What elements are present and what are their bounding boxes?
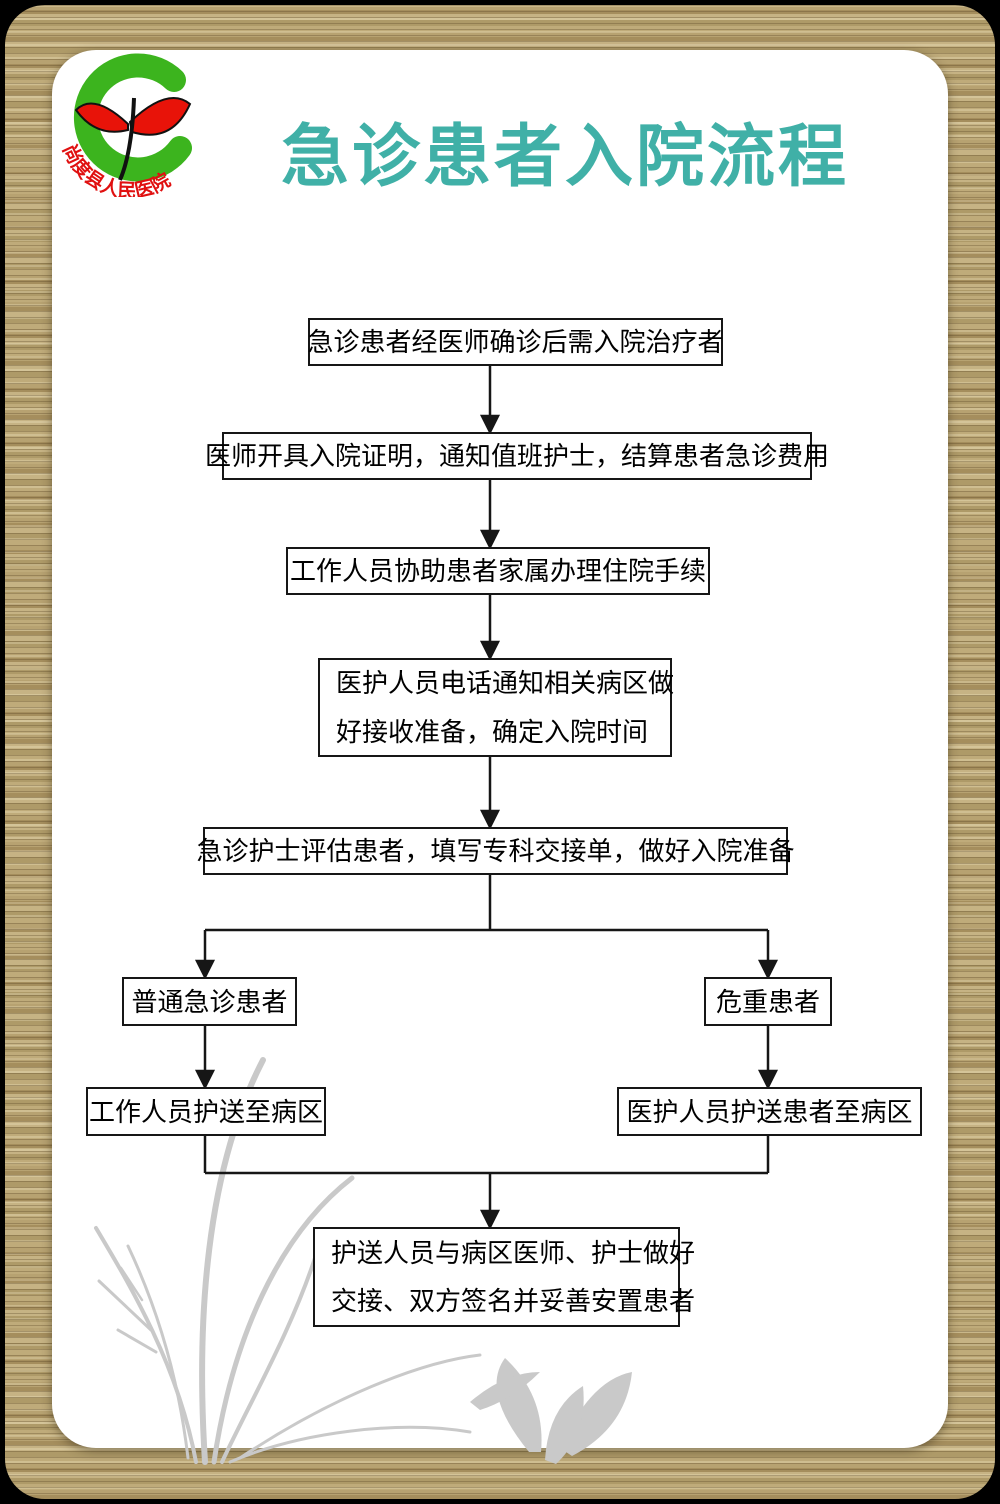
poster-title: 急诊患者入院流程: [280, 119, 849, 195]
flow-node-medical-escort: 医护人员护送患者至病区: [617, 1087, 922, 1136]
flow-node-doctor-certificate: 医师开具入院证明，通知值班护士，结算患者急诊费用: [205, 432, 829, 480]
flow-node-line: 交接、双方签名并妥善安置患者: [331, 1286, 696, 1316]
flow-node-nurse-assessment: 急诊护士评估患者，填写专科交接单，做好入院准备: [197, 827, 795, 875]
flow-node-confirmed-admission: 急诊患者经医师确诊后需入院治疗者: [308, 318, 724, 366]
flow-node-critical-patient: 危重患者: [704, 977, 832, 1026]
flow-node-handover-settle: 护送人员与病区医师、护士做好 交接、双方签名并妥善安置患者: [313, 1227, 695, 1327]
flow-node-ordinary-patient: 普通急诊患者: [122, 977, 297, 1026]
logo-leaf-left: [74, 102, 129, 133]
flow-node-phone-notify-ward: 医护人员电话通知相关病区做 好接收准备，确定入院时间: [318, 658, 675, 757]
flow-node-line: 护送人员与病区医师、护士做好: [331, 1237, 696, 1268]
flow-node-staff-assist-family: 工作人员协助患者家属办理住院手续: [286, 547, 710, 595]
flow-node-line: 医护人员电话通知相关病区做: [336, 668, 675, 699]
flow-node-line: 好接收准备，确定入院时间: [336, 716, 649, 747]
logo-leaf-right: [128, 97, 192, 136]
flow-node-staff-escort: 工作人员护送至病区: [86, 1087, 326, 1136]
hospital-logo: 尚度县人民医院: [58, 53, 192, 197]
logo-stem: [118, 97, 136, 181]
